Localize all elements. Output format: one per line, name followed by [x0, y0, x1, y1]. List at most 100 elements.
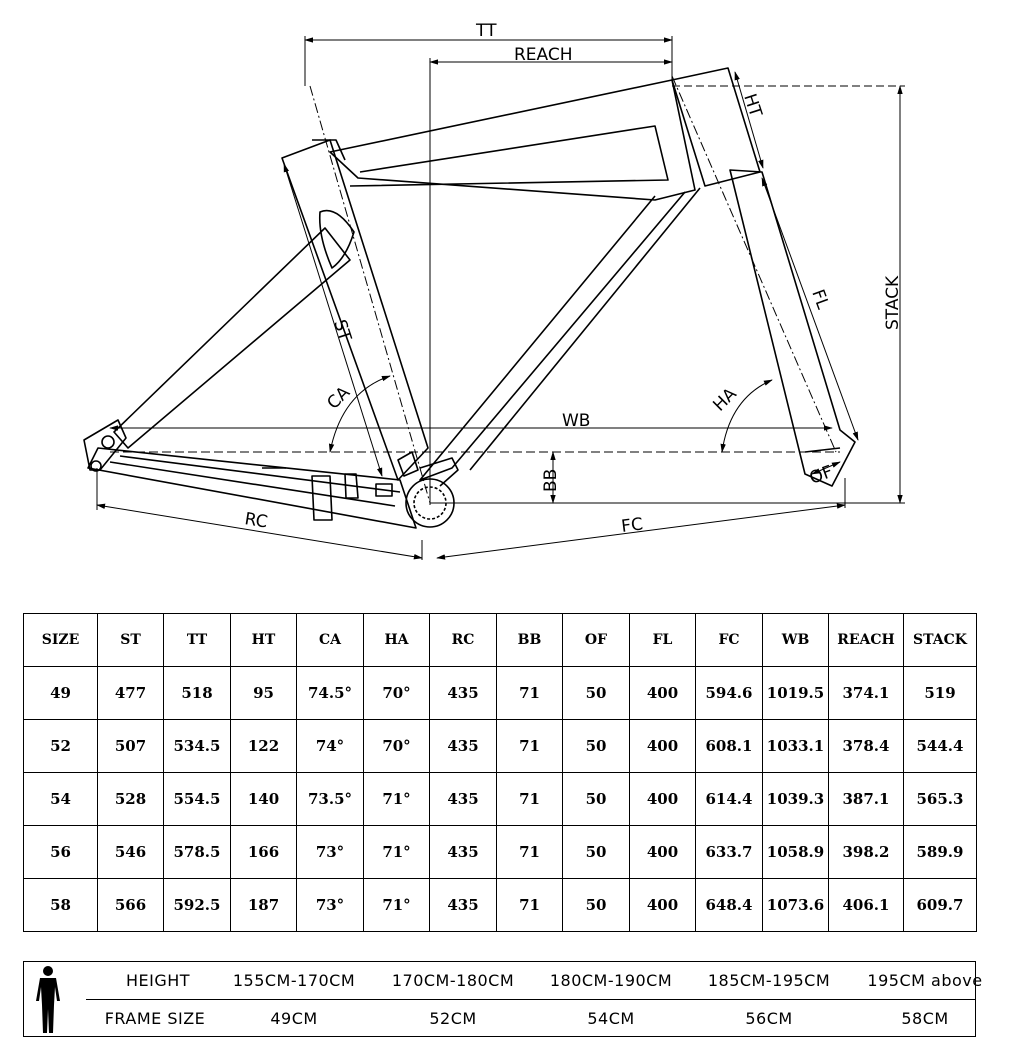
table-cell: 400: [629, 719, 696, 773]
table-cell: 73°: [296, 878, 364, 932]
column-header: FC: [695, 613, 763, 667]
frame-size-value: 49CM: [270, 1009, 318, 1028]
label-rc: RC: [243, 509, 269, 532]
table-cell: 477: [97, 666, 164, 720]
table-cell: 594.6: [695, 666, 763, 720]
table-cell: 166: [230, 825, 297, 879]
table-cell: 609.7: [903, 878, 977, 932]
table-cell: 400: [629, 825, 696, 879]
table-cell: 1073.6: [762, 878, 829, 932]
table-cell: 398.2: [828, 825, 904, 879]
column-header: SIZE: [23, 613, 98, 667]
label-fc: FC: [620, 514, 644, 536]
height-label: HEIGHT: [125, 971, 191, 990]
column-header: OF: [562, 613, 630, 667]
table-cell: 1058.9: [762, 825, 829, 879]
table-cell: 50: [562, 878, 630, 932]
table-cell: 95: [230, 666, 297, 720]
table-cell: 374.1: [828, 666, 904, 720]
table-cell: 565.3: [903, 772, 977, 826]
table-cell: 534.5: [163, 719, 231, 773]
column-header: RC: [429, 613, 497, 667]
frame-size-value: 58CM: [901, 1009, 949, 1028]
label-wb: WB: [562, 411, 590, 431]
table-cell: 435: [429, 878, 497, 932]
table-cell: 435: [429, 825, 497, 879]
table-cell: 74°: [296, 719, 364, 773]
column-header: CA: [296, 613, 364, 667]
table-cell: 566: [97, 878, 164, 932]
table-cell: 71°: [363, 772, 430, 826]
table-cell: 614.4: [695, 772, 763, 826]
height-range: 170CM-180CM: [391, 971, 515, 990]
height-range: 180CM-190CM: [549, 971, 673, 990]
frame-size-value: 54CM: [587, 1009, 635, 1028]
table-cell: 71°: [363, 878, 430, 932]
table-cell: 50: [562, 772, 630, 826]
frame-outline: [83, 67, 856, 529]
label-ca: CA: [323, 383, 354, 414]
table-cell: 507: [97, 719, 164, 773]
label-st: ST: [329, 317, 355, 344]
table-cell: 1039.3: [762, 772, 829, 826]
table-cell: 71: [496, 666, 563, 720]
label-bb: BB: [541, 469, 561, 492]
label-fl: FL: [807, 287, 833, 312]
table-cell: 400: [629, 878, 696, 932]
table-cell: 56: [23, 825, 98, 879]
column-header: WB: [762, 613, 829, 667]
table-cell: 140: [230, 772, 297, 826]
table-cell: 73°: [296, 825, 364, 879]
table-cell: 648.4: [695, 878, 763, 932]
frame-geometry-diagram: TT REACH HT STACK FL ST CA WB HA BB OF R…: [83, 21, 905, 560]
table-cell: 52: [23, 719, 98, 773]
table-cell: 73.5°: [296, 772, 364, 826]
table-cell: 50: [562, 666, 630, 720]
dimension-lines: [96, 36, 905, 560]
table-cell: 1033.1: [762, 719, 829, 773]
table-cell: 54: [23, 772, 98, 826]
label-reach: REACH: [514, 45, 573, 65]
table-cell: 50: [562, 825, 630, 879]
table-cell: 435: [429, 666, 497, 720]
table-cell: 546: [97, 825, 164, 879]
column-header: REACH: [828, 613, 904, 667]
table-cell: 608.1: [695, 719, 763, 773]
table-cell: 592.5: [163, 878, 231, 932]
table-cell: 589.9: [903, 825, 977, 879]
table-cell: 406.1: [828, 878, 904, 932]
table-cell: 554.5: [163, 772, 231, 826]
height-range: 155CM-170CM: [232, 971, 356, 990]
table-cell: 435: [429, 772, 497, 826]
table-cell: 70°: [363, 666, 430, 720]
table-cell: 435: [429, 719, 497, 773]
table-cell: 71: [496, 825, 563, 879]
table-cell: 528: [97, 772, 164, 826]
table-cell: 519: [903, 666, 977, 720]
table-cell: 387.1: [828, 772, 904, 826]
frame-size-value: 56CM: [745, 1009, 793, 1028]
column-header: TT: [163, 613, 231, 667]
person-icon: [36, 966, 60, 1033]
height-row: HEIGHT 155CM-170CM 170CM-180CM 180CM-190…: [86, 962, 982, 1000]
column-header: HT: [230, 613, 297, 667]
table-cell: 71: [496, 878, 563, 932]
table-cell: 518: [163, 666, 231, 720]
column-header: HA: [363, 613, 430, 667]
column-header: BB: [496, 613, 563, 667]
height-range: 185CM-195CM: [707, 971, 831, 990]
table-cell: 400: [629, 772, 696, 826]
table-cell: 578.5: [163, 825, 231, 879]
table-cell: 70°: [363, 719, 430, 773]
table-cell: 71: [496, 772, 563, 826]
height-range: 195CM above: [867, 971, 983, 990]
table-cell: 400: [629, 666, 696, 720]
size-guide: HEIGHT 155CM-170CM 170CM-180CM 180CM-190…: [23, 961, 982, 1037]
table-cell: 187: [230, 878, 297, 932]
